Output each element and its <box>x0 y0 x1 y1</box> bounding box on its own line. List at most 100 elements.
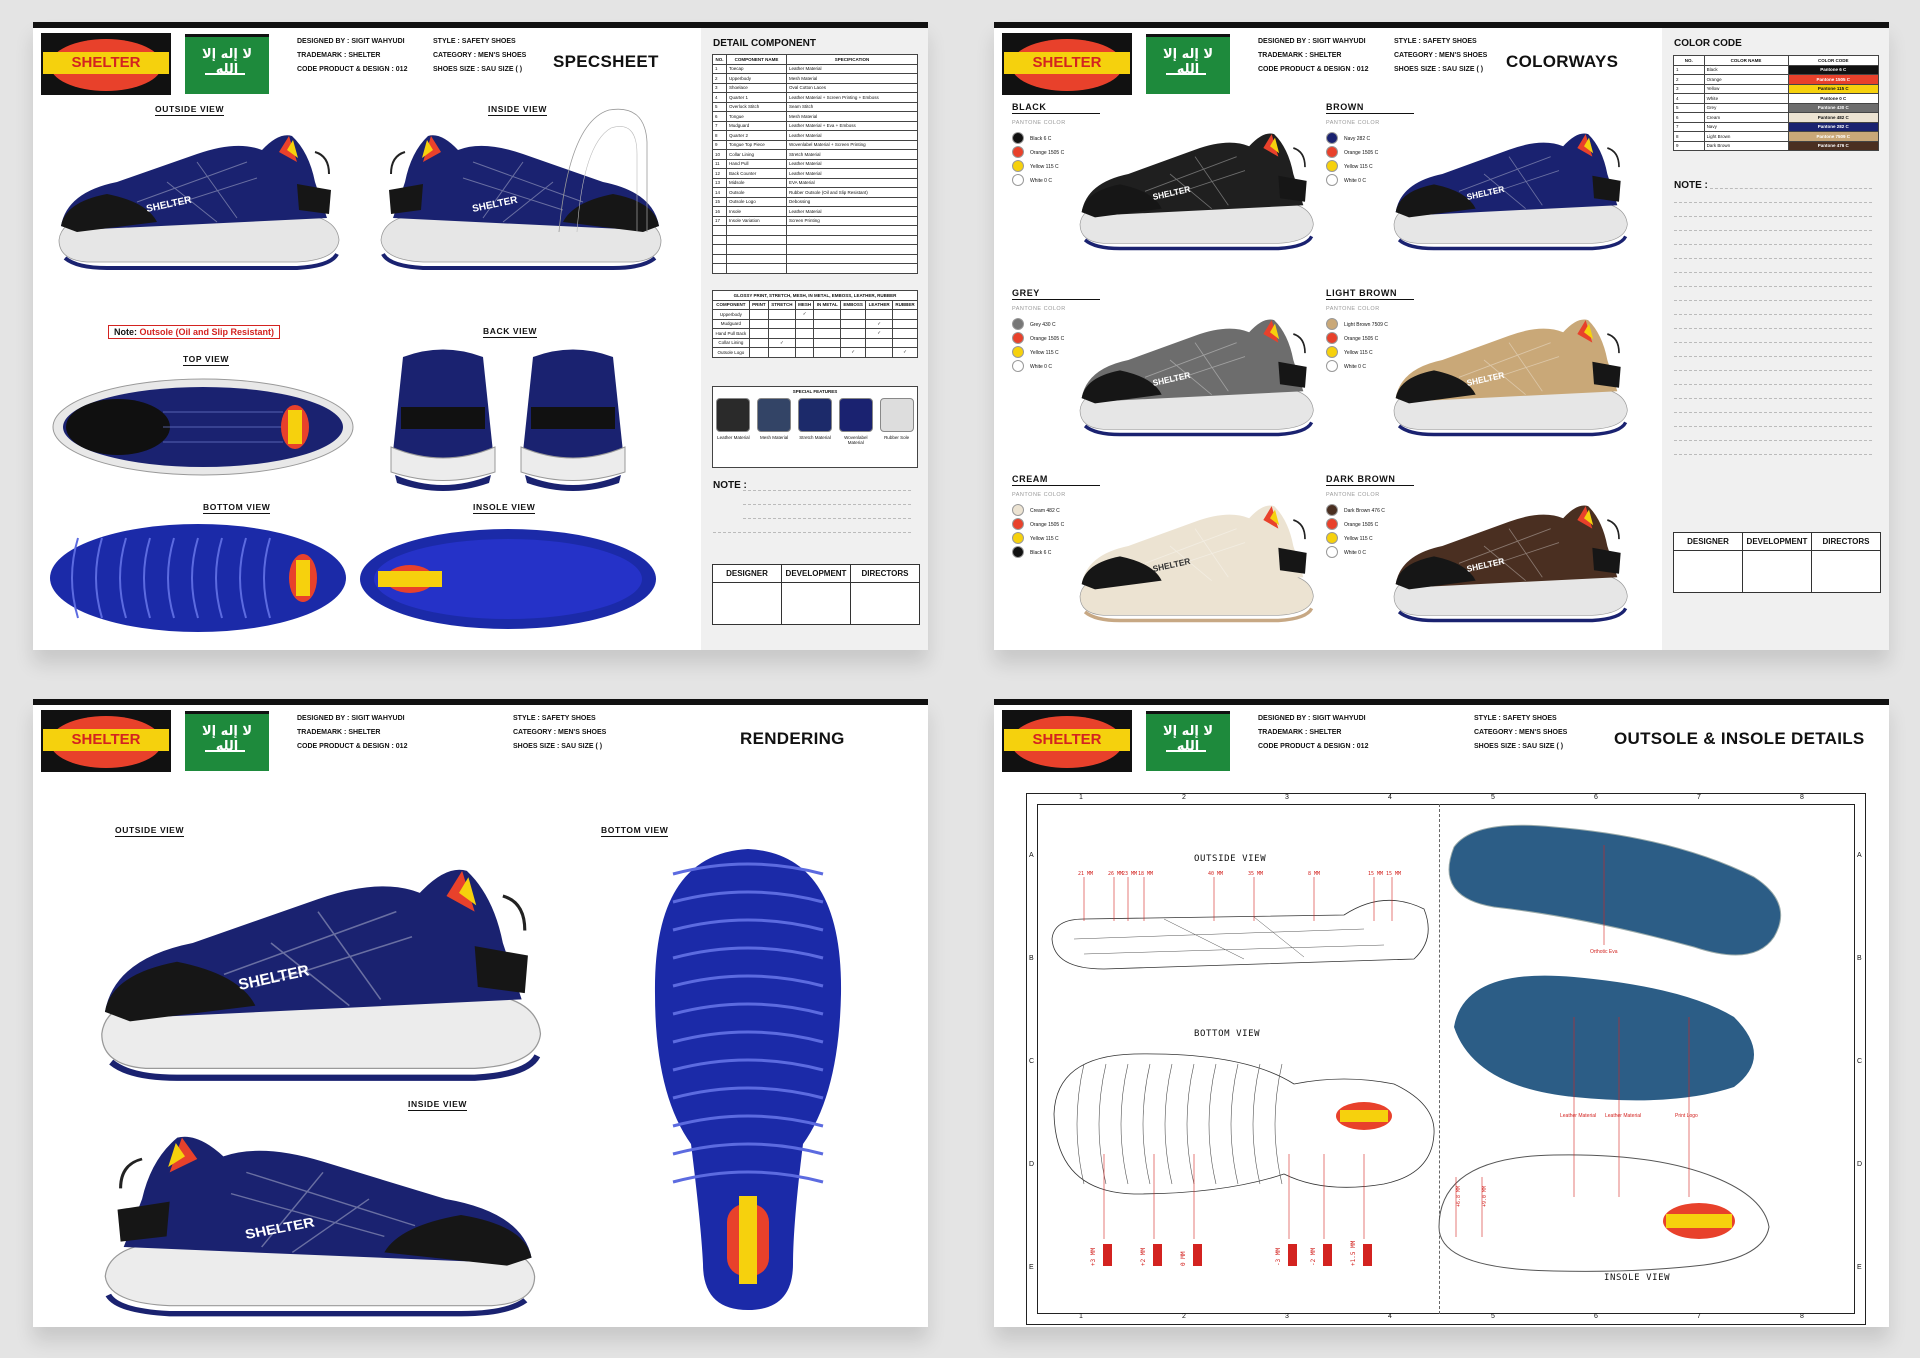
chip-label: Orange 1505 C <box>1344 522 1379 528</box>
chip-label: White 0 C <box>1344 178 1366 184</box>
grid-col-number: 3 <box>1285 1313 1289 1320</box>
table-cell: ✓ <box>794 309 815 320</box>
color-chip <box>1326 518 1338 530</box>
note-heading: NOTE : <box>713 480 747 491</box>
page-title: SPECSHEET <box>553 52 659 71</box>
rendered-bottom-outsole <box>654 849 842 1310</box>
grid-col-number: 7 <box>1697 794 1701 801</box>
table-cell: Tongue <box>726 111 787 122</box>
shelter-logo: SHELTER <box>41 33 171 95</box>
table-cell: 11 <box>712 158 727 169</box>
note-heading: NOTE : <box>1674 180 1708 191</box>
dimension-label: 40 MM <box>1208 871 1223 877</box>
designed-by: DESIGNED BY : SIGIT WAHYUDI <box>297 715 405 722</box>
table-cell: Mesh Material <box>786 111 918 122</box>
color-code-cell: Pantone 430 C <box>1787 102 1880 113</box>
table-cell: EVA Material <box>786 177 918 188</box>
table-cell: Tongue Top Piece <box>726 139 787 150</box>
color-chip <box>1326 360 1338 372</box>
color-chip <box>1012 346 1024 358</box>
pantone-label: PANTONE COLOR <box>1012 492 1066 498</box>
designer-cell: DESIGNER <box>712 564 782 583</box>
table-cell: Orange <box>1703 74 1789 85</box>
dimension-label: +3 MM <box>1090 1248 1097 1266</box>
grid-col-number: 6 <box>1594 1313 1598 1320</box>
table-cell: White <box>1703 93 1789 104</box>
flag-script: لا إله إلا الله <box>1162 47 1214 77</box>
table-cell: Leather Material <box>786 158 918 169</box>
chip-label: Yellow 115 C <box>1030 536 1059 542</box>
directors-cell: DIRECTORS <box>1811 532 1881 551</box>
chip-label: Grey 430 C <box>1030 322 1056 328</box>
table-cell <box>840 337 867 348</box>
style: STYLE : SAFETY SHOES <box>513 715 596 722</box>
dimension-label: 0 MM <box>1180 1251 1187 1266</box>
chip-label: White 0 C <box>1344 364 1366 370</box>
table-cell: Insole Variation <box>726 215 787 226</box>
grid-row-letter: A <box>1857 852 1862 859</box>
table-cell <box>712 234 727 245</box>
table-cell: 12 <box>712 168 727 179</box>
table-cell: Leather Material + Eva + Emboss <box>786 120 918 131</box>
table-cell: 3 <box>712 82 727 93</box>
trademark: TRADEMARK : SHELTER <box>297 52 381 59</box>
grid-row-letter: D <box>1857 1161 1863 1168</box>
table-cell: Leather Material <box>786 63 918 74</box>
insole-annotation: Orthotic Eva <box>1590 949 1618 955</box>
grid-col-number: 2 <box>1182 794 1186 801</box>
table-cell <box>726 253 787 264</box>
grid-row-letter: D <box>1029 1161 1035 1168</box>
saudi-flag-icon: لا إله إلا الله <box>185 34 269 94</box>
chip-label: Yellow 115 C <box>1344 164 1373 170</box>
development-cell: DEVELOPMENT <box>1742 532 1812 551</box>
table-cell: ✓ <box>840 347 867 358</box>
table-row <box>712 225 918 236</box>
table-cell: 2 <box>712 73 727 84</box>
color-chip <box>1326 318 1338 330</box>
table-cell: Toecap <box>726 63 787 74</box>
table-cell: Leather Material <box>786 168 918 179</box>
color-chip <box>1012 532 1024 544</box>
color-chip <box>1012 160 1024 172</box>
dimension-label: +6.8 MM <box>1456 1186 1462 1207</box>
colorway-name: DARK BROWN <box>1326 474 1414 486</box>
grid-col-number: 4 <box>1388 794 1392 801</box>
table-cell: Black <box>1703 64 1789 75</box>
table-cell: Mudguard <box>712 318 750 329</box>
back-view-label: BACK VIEW <box>483 326 538 338</box>
table-cell: 6 <box>1673 112 1705 123</box>
component-header: COMPONENT NAME <box>726 54 787 65</box>
color-chip <box>1326 332 1338 344</box>
back-view-shoe-right <box>520 349 626 491</box>
chip-label: Yellow 115 C <box>1030 164 1059 170</box>
chip-label: Black 6 C <box>1030 550 1052 556</box>
dimension-label: 15 MM <box>1386 871 1401 877</box>
chip-label: Dark Brown 476 C <box>1344 508 1385 514</box>
table-cell: ✓ <box>767 337 796 348</box>
saudi-flag-icon: لا إله إلا الله <box>1146 711 1230 771</box>
grid-col-number: 1 <box>1079 1313 1083 1320</box>
style: STYLE : SAFETY SHOES <box>433 38 516 45</box>
table-cell: 7 <box>1673 121 1705 132</box>
matrix-header: LEATHER <box>865 299 893 310</box>
table-row: Mudguard✓ <box>712 318 919 329</box>
color-chip <box>1326 546 1338 558</box>
dimension-label: 35 MM <box>1248 871 1263 877</box>
outside-view-label: OUTSIDE VIEW <box>1194 854 1267 864</box>
table-cell: 9 <box>712 139 727 150</box>
rendering-page: SHELTER لا إله إلا الله DESIGNED BY : SI… <box>33 699 928 1327</box>
grid-row-letter: E <box>1857 1264 1862 1271</box>
color-code-cell: Pantone 476 C <box>1787 140 1880 151</box>
color-chip <box>1012 132 1024 144</box>
